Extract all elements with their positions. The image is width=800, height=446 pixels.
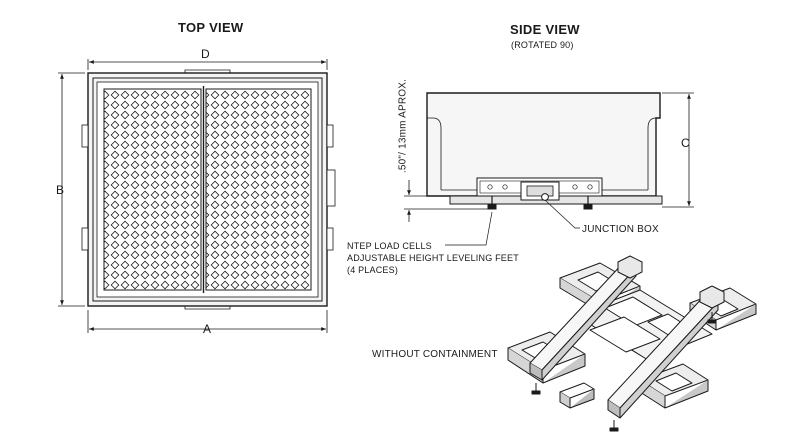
top-view-drawing xyxy=(58,59,336,333)
side-view-title: SIDE VIEW xyxy=(510,22,580,37)
dimension-d-label: D xyxy=(201,47,210,61)
iso-caption: WITHOUT CONTAINMENT xyxy=(372,349,498,360)
side-view-subtitle: (ROTATED 90) xyxy=(511,40,574,50)
side-view-drawing xyxy=(404,92,694,246)
dimension-b-label: B xyxy=(56,183,65,197)
callout-junction-box: JUNCTION BOX xyxy=(582,224,659,235)
callout-load-cells: NTEP LOAD CELLS xyxy=(347,241,432,251)
callout-leveling-feet: ADJUSTABLE HEIGHT LEVELING FEET xyxy=(347,253,519,263)
top-view-title: TOP VIEW xyxy=(178,20,244,35)
dimension-c-label: C xyxy=(681,136,690,150)
isometric-view-drawing xyxy=(507,255,757,432)
callout-places: (4 PLACES) xyxy=(347,265,399,275)
